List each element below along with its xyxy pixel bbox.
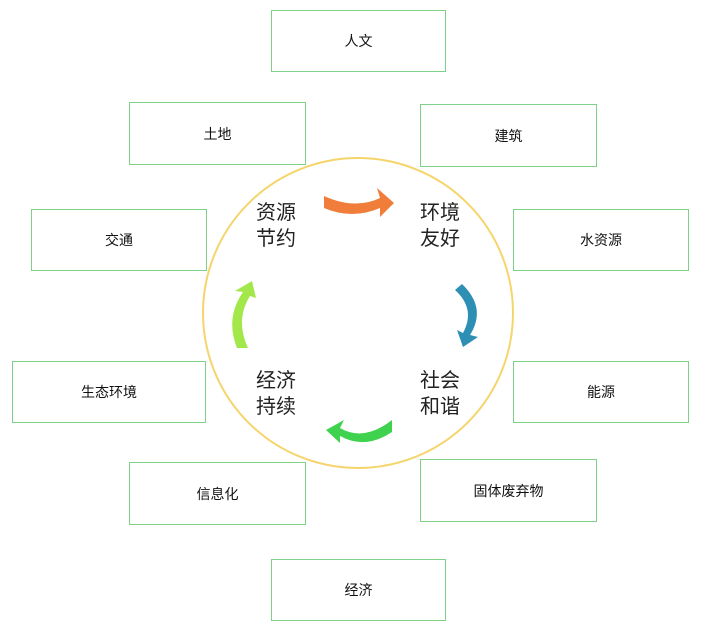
label-ziyuan-line1: 资源	[256, 200, 296, 224]
box-xinxi: 信息化	[129, 462, 306, 525]
arrow-blue	[455, 284, 478, 347]
label-huanjing-line1: 环境	[420, 200, 460, 224]
label-huanjing-line2: 友好	[420, 226, 460, 250]
central-circle	[202, 157, 514, 469]
box-nengyuan: 能源	[513, 361, 689, 423]
box-shuiziyuan: 水资源	[513, 209, 689, 271]
label-ziyuan: 资源 节约	[236, 199, 316, 251]
arrow-orange	[324, 188, 394, 217]
box-guti: 固体废弃物	[420, 459, 597, 522]
box-jianzhu: 建筑	[420, 104, 597, 167]
label-jingji-line1: 经济	[256, 368, 296, 392]
box-shengtai: 生态环境	[12, 361, 206, 423]
label-jingji-line2: 持续	[256, 394, 296, 418]
arrow-lime	[232, 281, 256, 348]
box-tudi: 土地	[129, 102, 306, 165]
arrow-green	[326, 420, 392, 443]
box-jiaotong: 交通	[31, 209, 207, 271]
box-renwen: 人文	[271, 10, 446, 72]
label-huanjing: 环境 友好	[400, 199, 480, 251]
label-shehui-line1: 社会	[420, 368, 460, 392]
box-jingji: 经济	[271, 559, 446, 621]
label-ziyuan-line2: 节约	[256, 226, 296, 250]
label-shehui: 社会 和谐	[400, 367, 480, 419]
label-jingji-inner: 经济 持续	[236, 367, 316, 419]
label-shehui-line2: 和谐	[420, 394, 460, 418]
